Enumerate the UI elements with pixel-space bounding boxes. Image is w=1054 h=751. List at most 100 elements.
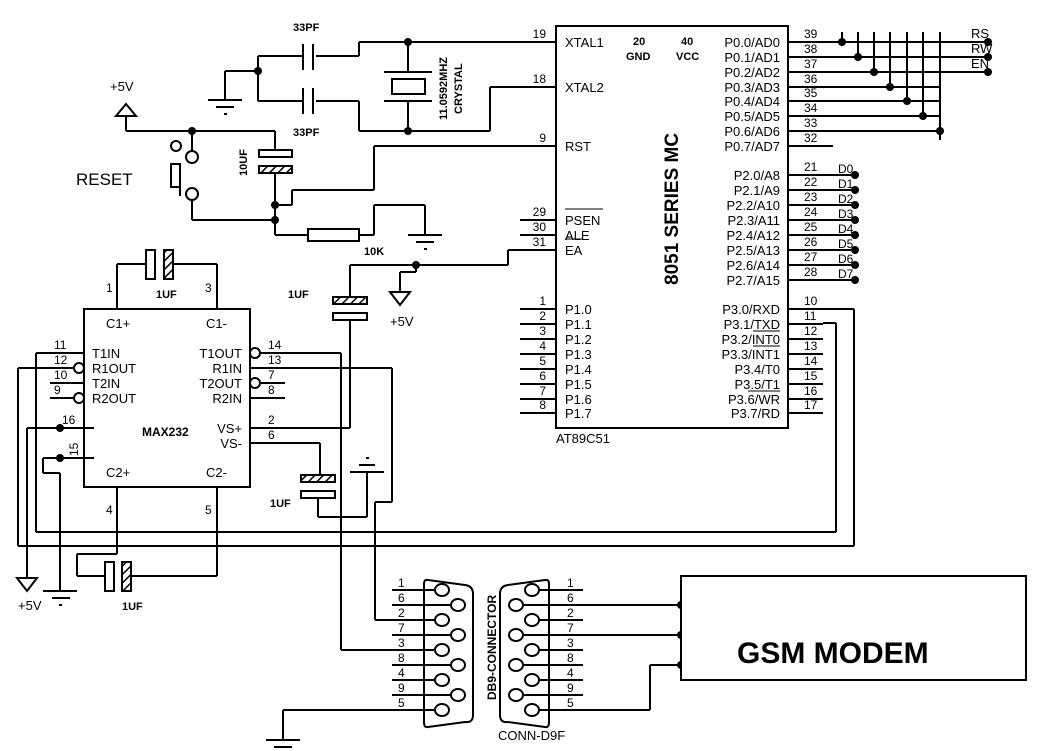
- mcu-pin-label: P2.6/A14: [727, 258, 781, 273]
- mcu-pin-label: PSEN: [565, 213, 600, 228]
- db9-pin: [434, 583, 450, 597]
- mcu-pin-number: 31: [533, 235, 547, 249]
- vcc-label-max: +5V: [18, 598, 42, 613]
- vcc-arrow-icon: [113, 102, 139, 117]
- vcc-arrow-icon: [387, 291, 413, 307]
- db9-pin-number: 5: [398, 696, 405, 710]
- mcu-pin-label: P2.1/A9: [734, 183, 780, 198]
- gsm-modem-body: [680, 575, 1027, 681]
- cap-c2-plate-neg: [121, 561, 132, 592]
- mcu-pin-number: 37: [804, 57, 818, 71]
- gsm-modem-label: GSM MODEM: [737, 637, 929, 670]
- reset-button[interactable]: [170, 163, 181, 188]
- mcu-pin-label: P3.6/WR: [728, 392, 780, 407]
- inverter-bubble-icon: [249, 347, 261, 359]
- max232-pin-number: 7: [268, 368, 275, 382]
- mcu-pin-label: EA: [565, 243, 583, 258]
- pin-num-5: 5: [205, 503, 212, 517]
- mcu-pin-label: P0.2/AD2: [724, 65, 780, 80]
- cap-c2-label: 1UF: [122, 601, 143, 613]
- mcu-pin-number: 14: [804, 354, 818, 368]
- max232-pin-label: R1IN: [212, 361, 242, 376]
- max232-pin-number: 15: [67, 442, 81, 456]
- mcu-pin-label: P0.6/AD6: [724, 124, 780, 139]
- mcu-pin-number: 1: [539, 294, 546, 308]
- mcu-pin-number: 11: [804, 309, 817, 323]
- max232-pin-label: R2OUT: [92, 391, 136, 406]
- mcu-pin-number: 25: [804, 220, 818, 234]
- db9-pin: [434, 613, 450, 627]
- mcu-pin-number: 38: [804, 42, 818, 56]
- mcu-pin-label: P1.3: [565, 347, 592, 362]
- inverter-bubble-icon: [73, 392, 85, 404]
- resistor-10k-label: 10K: [364, 246, 384, 258]
- mcu-pin-label: P1.4: [565, 362, 592, 377]
- mcu-pin-number: 32: [804, 131, 818, 145]
- db9-pin-number: 5: [567, 696, 574, 710]
- mcu-pin-number: 33: [804, 116, 818, 130]
- mcu-pin-number: 16: [804, 384, 818, 398]
- mcu-part-number: AT89C51: [556, 431, 610, 446]
- mcu-pin-label: RST: [565, 139, 591, 154]
- net-junction: [851, 246, 859, 254]
- max232-pin-label: R1OUT: [92, 361, 136, 376]
- cap-33pf-bottom-label: 33PF: [293, 127, 320, 139]
- pin-num-1: 1: [106, 281, 113, 295]
- mcu-pin-number: 39: [804, 27, 818, 41]
- max232-pin-number: 13: [268, 353, 282, 367]
- mcu-pin-label: P0.1/AD1: [724, 50, 780, 65]
- net-label: D3: [838, 207, 854, 221]
- mcu-pin-label: P2.0/A8: [734, 168, 780, 183]
- pin-label-c2n: C2-: [206, 465, 227, 480]
- ea-pullup: +5V 1UF: [288, 249, 556, 428]
- db9-pin-number: 7: [398, 621, 405, 635]
- mcu-pin-number: 21: [804, 160, 818, 174]
- cap-vs-minus-neg: [300, 474, 336, 483]
- net-label: D2: [838, 192, 854, 206]
- mcu-pin-label: P2.3/A11: [727, 213, 780, 228]
- max232-pin-number: 11: [54, 338, 67, 352]
- reset-label: RESET: [76, 170, 133, 189]
- cap-c1-plate: [145, 249, 156, 280]
- db9-pin-number: 2: [398, 606, 405, 620]
- crystal-label: CRYSTAL: [453, 63, 465, 114]
- net-junction: [851, 276, 859, 284]
- pin-label-c1n: C1-: [206, 316, 227, 331]
- max232-pin-number: 14: [268, 338, 282, 352]
- pin-num-vcc: 40: [681, 36, 693, 48]
- lcd-control-bus: RS RW EN: [833, 26, 993, 140]
- max232-pin-label: T2IN: [92, 376, 120, 391]
- mcu-pin-number: 24: [804, 205, 818, 219]
- pin-label-gnd: GND: [626, 51, 651, 63]
- db9-shell-left: [423, 578, 474, 729]
- db9-pin: [450, 658, 466, 672]
- pin-num-3: 3: [205, 281, 212, 295]
- cap-c1-label: 1UF: [156, 289, 177, 301]
- net-label: D7: [838, 267, 854, 281]
- mcu-title: 8051 SERIES MC: [662, 133, 683, 285]
- inverter-bubble-icon: [249, 377, 261, 389]
- net-junction: [851, 201, 859, 209]
- db9-pin-number: 1: [398, 576, 405, 590]
- max232-pin-number: 2: [268, 413, 275, 427]
- mcu-pin-label: ALE: [565, 228, 590, 243]
- db9-pin-number: 9: [567, 681, 574, 695]
- cap-33pf-top-label: 33PF: [293, 22, 320, 34]
- max232-pin-label: R2IN: [212, 391, 242, 406]
- cap-vs-plus-label: 1UF: [288, 289, 309, 301]
- db9-pin-number: 8: [398, 651, 405, 665]
- mcu-pin-number: 5: [539, 354, 546, 368]
- mcu-pin-number: 2: [539, 309, 546, 323]
- mcu-pin-number: 9: [539, 131, 546, 145]
- mcu-pin-label: P0.0/AD0: [724, 35, 780, 50]
- net-junction: [851, 231, 859, 239]
- mcu-pin-number: 34: [804, 101, 818, 115]
- mcu-pin-label: P1.5: [565, 377, 592, 392]
- db9-pin: [508, 658, 524, 672]
- net-label: D4: [838, 222, 854, 236]
- mcu-pin-label: P3.7/RD: [731, 406, 780, 421]
- mcu-pin-number: 22: [804, 175, 818, 189]
- max232-pin-label: T2OUT: [199, 376, 242, 391]
